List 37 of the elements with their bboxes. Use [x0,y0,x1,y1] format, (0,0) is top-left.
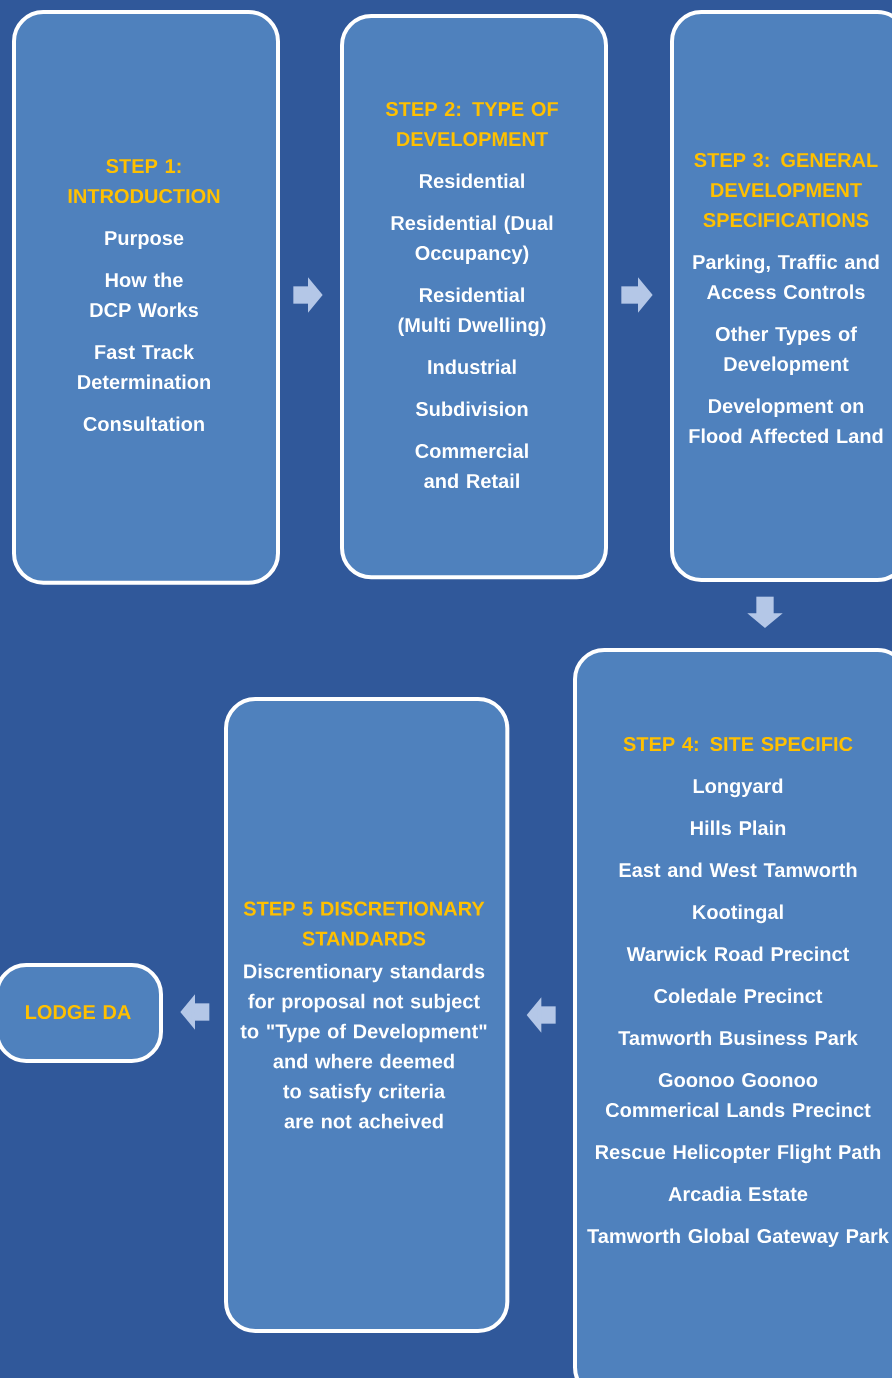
list-item: Arcadia Estate [668,1186,808,1202]
list-item: Rescue Helicopter Flight Path [596,1144,881,1164]
list-item: Discrentionary standards for proposal not subject to "Type of Development" and where deemed to satisfy criteria are not acheived [240,963,487,1129]
list-item: Residential (Multi Dwelling) [398,287,546,337]
list-item: Hills Plain [691,820,786,836]
list-item: Goonoo Goonoo Commerical Lands Precinct [606,1072,871,1118]
step-box [224,697,510,1333]
list-item: Development on Flood Affected Land [689,398,883,444]
step-box [670,10,892,582]
list-item: How the DCP Works [90,272,198,318]
step-heading: STEP 5 DISCRETIONARY STANDARDS [243,901,485,946]
list-item: Industrial [428,359,516,375]
step-box [0,963,163,1063]
list-item: Purpose [105,231,184,250]
list-item: Warwick Road Precinct [626,946,850,962]
step-heading: LODGE DA [26,1004,131,1020]
list-item: Tamworth Business Park [618,1030,858,1046]
step-box [340,14,608,580]
step-box [12,10,280,585]
list-item: Fast Track Determination [78,344,210,390]
step-heading: STEP 2: TYPE OF DEVELOPMENT [385,101,558,147]
list-item: East and West Tamworth [619,862,857,878]
list-item: Tamworth Global Gateway Park [587,1228,889,1248]
step-heading: STEP 3: GENERAL DEVELOPMENT SPECIFICATIONS [694,152,878,228]
list-item: Residential [420,173,524,189]
list-item: Residential (Dual Occupancy) [391,215,553,265]
step-box [573,648,892,1378]
list-item: Consultation [83,416,204,432]
list-item: Coledale Precinct [654,988,823,1004]
list-item: Commercial and Retail [415,443,528,489]
list-item: Longyard [693,778,783,798]
step-heading: STEP 4: SITE SPECIFIC [623,736,853,752]
list-item: Kootingal [693,904,783,924]
step-heading: STEP 1: INTRODUCTION [68,158,220,204]
list-item: Subdivision [415,401,528,417]
list-item: Other Types of Development [715,326,857,376]
list-item: Parking, Traffic and Access Controls [693,254,879,300]
